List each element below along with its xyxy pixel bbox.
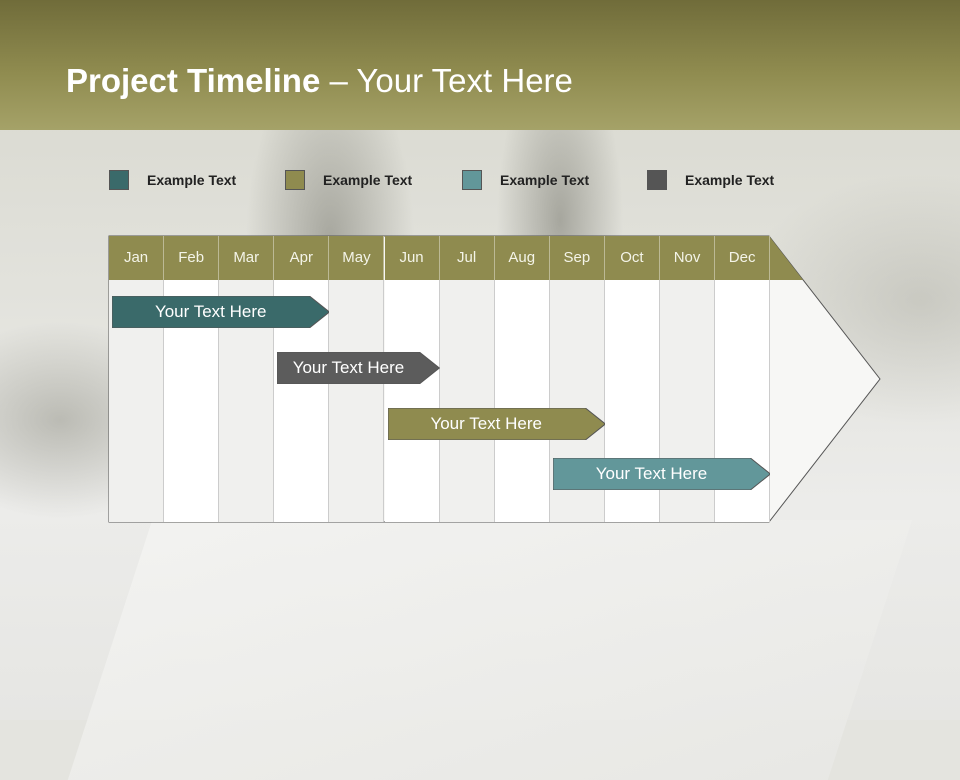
legend-label: Example Text bbox=[500, 172, 590, 188]
legend-item: Example Text bbox=[109, 170, 236, 190]
legend-label: Example Text bbox=[147, 172, 237, 188]
month-column bbox=[439, 280, 495, 522]
month-label: Dec bbox=[715, 236, 771, 280]
month-column bbox=[329, 280, 385, 522]
legend-swatch bbox=[109, 170, 129, 190]
task-label: Your Text Here bbox=[430, 414, 542, 433]
month-label: Mar bbox=[219, 236, 275, 280]
page-title: Project Timeline – Your Text Here bbox=[66, 62, 573, 100]
legend-label: Example Text bbox=[323, 172, 413, 188]
legend: Example Text Example Text Example Text E… bbox=[0, 170, 960, 194]
task-bar[interactable]: Your Text Here bbox=[277, 352, 440, 384]
legend-swatch bbox=[647, 170, 667, 190]
task-label: Your Text Here bbox=[154, 302, 267, 321]
task-bar[interactable]: Your Text Here bbox=[112, 296, 330, 328]
task-bar[interactable]: Your Text Here bbox=[387, 408, 605, 440]
month-label: Nov bbox=[660, 236, 716, 280]
month-label: Apr bbox=[274, 236, 330, 280]
month-label: May bbox=[329, 236, 385, 280]
month-label: Aug bbox=[494, 236, 550, 280]
month-label: Jun bbox=[384, 236, 440, 280]
legend-swatch bbox=[285, 170, 305, 190]
month-label: Oct bbox=[604, 236, 660, 280]
legend-item: Example Text bbox=[462, 170, 589, 190]
contract-paper-image bbox=[67, 520, 913, 780]
task-label: Your Text Here bbox=[292, 358, 405, 377]
task-bar[interactable]: Your Text Here bbox=[552, 458, 771, 490]
month-label: Sep bbox=[549, 236, 605, 280]
title-bold: Project Timeline bbox=[66, 62, 321, 99]
title-rest: – Your Text Here bbox=[320, 62, 573, 99]
month-label: Feb bbox=[164, 236, 220, 280]
month-column bbox=[494, 280, 550, 522]
month-label: Jul bbox=[439, 236, 495, 280]
legend-label: Example Text bbox=[685, 172, 775, 188]
task-label: Your Text Here bbox=[595, 464, 708, 483]
legend-item: Example Text bbox=[285, 170, 412, 190]
legend-swatch bbox=[462, 170, 482, 190]
legend-item: Example Text bbox=[647, 170, 774, 190]
title-banner bbox=[0, 0, 960, 130]
month-label: Jan bbox=[109, 236, 165, 280]
month-column bbox=[384, 280, 440, 522]
